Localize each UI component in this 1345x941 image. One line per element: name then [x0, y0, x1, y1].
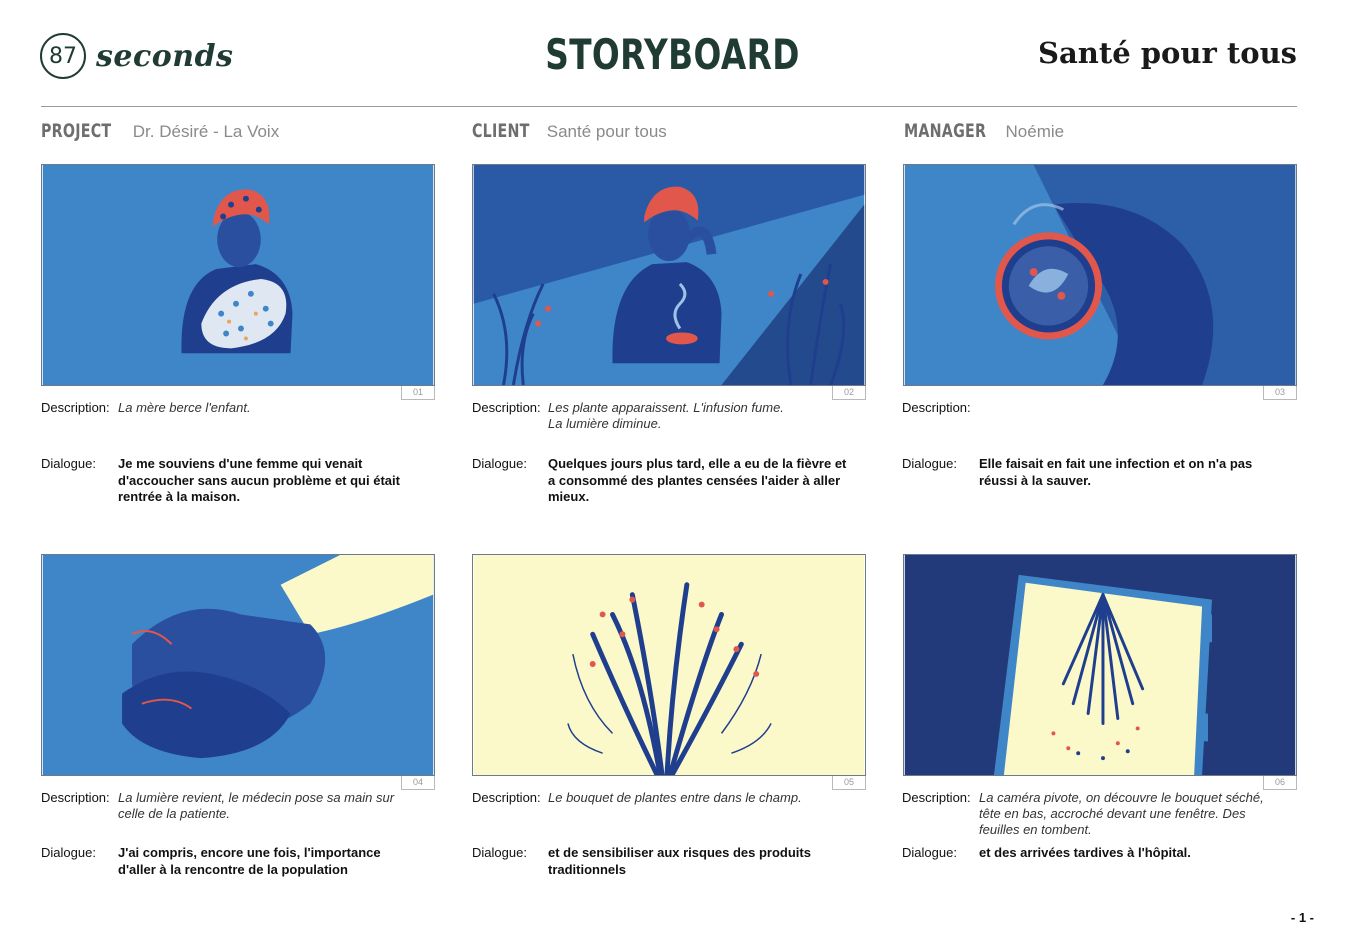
description-label: Description:: [902, 790, 971, 805]
description-text: La mère berce l'enfant.: [118, 400, 408, 416]
frame-number: 03: [1263, 386, 1297, 400]
logo-wordmark: seconds: [96, 38, 234, 74]
description-line: Les plante apparaissent. L'infusion fume…: [548, 400, 784, 415]
frame-number: 05: [832, 776, 866, 790]
frame-number: 06: [1263, 776, 1297, 790]
dialogue-text: J'ai compris, encore une fois, l'importa…: [118, 845, 381, 877]
client-key: CLIENT: [472, 120, 530, 142]
dialogue-label: Dialogue:: [472, 456, 527, 471]
storyboard-frame-01: [41, 164, 435, 386]
storyboard-frame-06: [903, 554, 1297, 776]
page-number: - 1 -: [1290, 910, 1314, 925]
header-divider: [41, 106, 1297, 107]
meta-manager: MANAGER Noémie: [904, 120, 1064, 142]
description-text: La lumière revient, le médecin pose sa m…: [118, 790, 408, 822]
storyboard-frame-02: [472, 164, 866, 386]
manager-key: MANAGER: [904, 120, 987, 142]
dialogue-text: et des arrivées tardives à l'hôpital.: [979, 845, 1191, 860]
description-label: Description:: [41, 790, 110, 805]
frame-number: 01: [401, 386, 435, 400]
description-line: feuilles en tombent.: [979, 822, 1092, 837]
frame-number: 02: [832, 386, 866, 400]
project-value: Dr. Désiré - La Voix: [132, 122, 280, 141]
description-line: La mère berce l'enfant.: [118, 400, 251, 415]
description-line: La lumière diminue.: [548, 416, 662, 431]
woman-with-plants-and-infusion-illustration: [473, 165, 865, 385]
mother-cradling-child-illustration: [42, 165, 434, 385]
logo-number: 87: [49, 43, 77, 69]
manager-value: Noémie: [1005, 122, 1065, 141]
dialogue-text: Elle faisait en fait une infection et on…: [979, 456, 1253, 488]
dialogue-text: Je me souviens d'une femme qui venait d'…: [118, 456, 400, 504]
dried-bouquet-at-window-illustration: [904, 555, 1296, 775]
description-label: Description:: [472, 790, 541, 805]
description-line: tête en bas, accroché devant une fenêtre…: [979, 806, 1246, 821]
description-line: Le bouquet de plantes entre dans le cham…: [548, 790, 802, 805]
description-text: La caméra pivote, on découvre le bouquet…: [979, 790, 1289, 838]
description-label: Description:: [41, 400, 110, 415]
description-line: celle de la patiente.: [118, 806, 231, 821]
dialogue-text: Quelques jours plus tard, elle a eu de l…: [548, 456, 847, 504]
description-line: La caméra pivote, on découvre le bouquet…: [979, 790, 1264, 805]
client-heading: Santé pour tous: [1038, 36, 1297, 70]
client-value: Santé pour tous: [546, 122, 667, 141]
description-line: La lumière revient, le médecin pose sa m…: [118, 790, 395, 805]
dialogue-text: et de sensibiliser aux risques des produ…: [548, 845, 811, 877]
frame-number: 04: [401, 776, 435, 790]
dialogue-label: Dialogue:: [902, 456, 957, 471]
description-text: Le bouquet de plantes entre dans le cham…: [548, 790, 838, 806]
dialogue-label: Dialogue:: [472, 845, 527, 860]
description-label: Description:: [902, 400, 971, 415]
storyboard-frame-05: [472, 554, 866, 776]
dialogue-label: Dialogue:: [902, 845, 957, 860]
meta-client: CLIENT Santé pour tous: [472, 120, 667, 142]
dialogue-label: Dialogue:: [41, 456, 96, 471]
storyboard-frame-03: [903, 164, 1297, 386]
project-key: PROJECT: [41, 120, 112, 142]
logo-badge: 87: [40, 33, 86, 79]
storyboard-frame-04: [41, 554, 435, 776]
logo: 87 seconds: [40, 32, 233, 80]
bouquet-of-plants-illustration: [473, 555, 865, 775]
dialogue-label: Dialogue:: [41, 845, 96, 860]
document-title: STORYBOARD: [545, 30, 800, 79]
hands-illustration: [42, 555, 434, 775]
meta-project: PROJECT Dr. Désiré - La Voix: [41, 120, 279, 142]
cup-of-infusion-illustration: [904, 165, 1296, 385]
description-label: Description:: [472, 400, 541, 415]
description-text: Les plante apparaissent. L'infusion fume…: [548, 400, 838, 432]
